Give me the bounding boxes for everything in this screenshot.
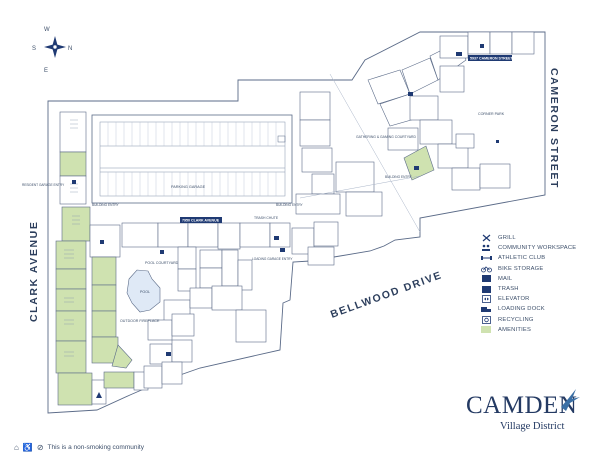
grill-icon (480, 234, 492, 242)
bellwood-drive-label: BELLWOOD DRIVE (329, 269, 444, 321)
elevator-marker-icon-2 (166, 352, 171, 356)
legend-item-bike-storage: BIKE STORAGE (480, 264, 595, 274)
athletic-club-icon (480, 254, 492, 262)
legend-label: MAIL (498, 275, 513, 282)
northeast-building (367, 31, 535, 191)
legend-item-amenities: AMENITIES (480, 325, 595, 335)
elevator-icon (480, 295, 492, 304)
hummingbird-icon (561, 389, 580, 411)
map-markers (72, 44, 499, 398)
no-smoking-icon: ⊘ (36, 443, 44, 452)
gathering-courtyard-label: GATHERING & GAMING COURTYARD (356, 135, 416, 139)
grill-marker-icon-2 (160, 250, 164, 254)
legend-item-recycling: RECYCLING (480, 315, 595, 325)
loading-garage-entry-label: LOADING GARAGE ENTRY (252, 257, 293, 261)
pool-shape (126, 269, 161, 313)
garage-elevator-icon (277, 135, 286, 143)
trash-chute-label: TRASH CHUTE (254, 216, 279, 220)
outdoor-fireplace-label: OUTDOOR FIREPLACE (120, 319, 160, 323)
legend-item-mail: MAIL (480, 274, 595, 284)
building-entry-label-1: BUILDING ENTRY (92, 203, 120, 207)
northeast-amenity (403, 145, 435, 181)
legend-label: BIKE STORAGE (498, 265, 544, 272)
legend-label: COMMUNITY WORKSPACE (498, 245, 577, 252)
inner-west-strip (89, 224, 149, 391)
diagonal-path (329, 73, 421, 233)
building-entry-label-3: BUILDING ENTRY (385, 175, 413, 179)
clark-address-tag (180, 217, 222, 223)
map-legend: GRILL COMMUNITY WORKSPACE ATHLETIC CLUB BIK… (480, 233, 595, 335)
legend-label: ATHLETIC CLUB (498, 255, 546, 262)
loading-dock-marker-icon (280, 248, 285, 252)
legend-item-athletic-club: ATHLETIC CLUB (480, 253, 595, 263)
west-building-units (64, 119, 80, 357)
mail-marker-icon-2 (414, 166, 419, 170)
legend-label: LOADING DOCK (498, 306, 545, 313)
bike-marker-icon (72, 180, 76, 184)
compass-e: E (44, 68, 48, 74)
community-workspace-icon (480, 244, 492, 252)
parking-garage (91, 114, 293, 204)
legend-item-trash: TRASH (480, 284, 595, 294)
brand-subtitle: Village District (500, 421, 565, 432)
accessibility-icon: ♿ (22, 443, 33, 452)
bike-storage-icon (480, 265, 492, 273)
brand-name: CAMDEN (466, 392, 578, 419)
central-buildings (291, 91, 383, 266)
pool-label: POOL (140, 290, 150, 294)
loading-dock-icon (480, 305, 492, 313)
equal-housing-icon: ⌂ (14, 443, 19, 452)
mail-icon (480, 275, 492, 283)
recycling-icon (480, 315, 492, 324)
camden-logo: CAMDEN Village District (466, 389, 586, 432)
trash-marker-icon-2 (100, 240, 104, 244)
elevator-marker-icon (408, 92, 413, 96)
amenities-icon (480, 326, 492, 334)
pool-courtyard-label: POOL COURTYARD (145, 261, 179, 265)
footer-text: This is a non-smoking community (47, 444, 144, 451)
loading-dock-marker-icon-2 (456, 52, 462, 56)
legend-item-elevator: ELEVATOR (480, 294, 595, 304)
legend-label: ELEVATOR (498, 296, 530, 303)
mail-marker-icon (274, 236, 279, 240)
west-building (55, 111, 107, 406)
compass-s: S (32, 46, 36, 52)
grill-marker-icon (496, 140, 499, 143)
footer: ⌂ ♿ ⊘ This is a non-smoking community (14, 443, 144, 452)
cameron-street-label: CAMERON STREET (548, 68, 560, 189)
clark-avenue-label: CLARK AVENUE (28, 221, 40, 322)
cross-path (299, 175, 421, 199)
legend-label: GRILL (498, 235, 516, 242)
compass-n: W (44, 27, 50, 33)
parking-stalls (107, 122, 277, 196)
compass-n-east: N (68, 46, 72, 52)
legend-label: TRASH (498, 286, 519, 293)
corner-park-label: CORNER PARK (478, 112, 505, 116)
legend-item-community-workspace: COMMUNITY WORKSPACE (480, 243, 595, 253)
legend-item-loading-dock: LOADING DOCK (480, 304, 595, 314)
pool-block (121, 222, 291, 389)
cameron-address-text: 5937 CAMERON STREET (470, 57, 514, 61)
parking-garage-label: PARKING GARAGE (171, 185, 206, 189)
trash-marker-icon (480, 44, 484, 48)
resident-garage-entry-label: RESIDENT GARAGE ENTRY (22, 183, 65, 187)
legend-label: AMENITIES (498, 326, 532, 333)
compass-icon (44, 36, 66, 58)
cameron-address-tag (468, 55, 512, 61)
trash-icon (480, 285, 492, 293)
legend-item-grill: GRILL (480, 233, 595, 243)
dock-marker-icon (96, 392, 102, 398)
building-entry-label-2: BUILDING ENTRY (276, 203, 304, 207)
clark-address-text: 7950 CLARK AVENUE (182, 219, 220, 223)
northeast-small-unit (455, 133, 475, 149)
legend-label: RECYCLING (498, 316, 534, 323)
